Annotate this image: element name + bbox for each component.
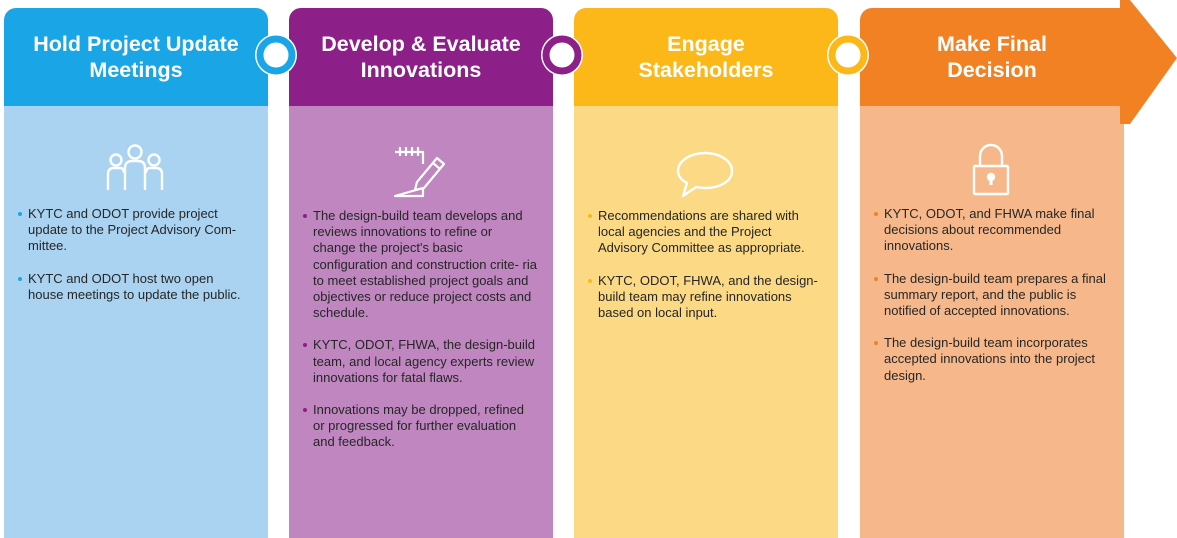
people-group-icon: [106, 144, 164, 190]
step-body: The design-build team develops and revie…: [289, 106, 553, 538]
bullet-item: Innovations may be dropped, refined or p…: [303, 402, 537, 451]
step-body: Recommendations are shared with local ag…: [574, 106, 838, 538]
step-header: Develop & Evaluate Innovations: [289, 8, 553, 106]
bullet-item: Recommendations are shared with local ag…: [588, 208, 822, 257]
bullet-item: The design-build team develops and revie…: [303, 208, 537, 321]
bullet-item: The design-build team prepares a final s…: [874, 271, 1108, 320]
speech-bubble-icon: [676, 151, 734, 198]
step-column-engage-stakeholders: Engage Stakeholders Recommendations are …: [574, 0, 838, 538]
connector-ring: [541, 34, 583, 76]
padlock-icon: [972, 143, 1010, 196]
notepad-pencil-icon: [393, 147, 446, 198]
step-body: KYTC and ODOT provide project update to …: [4, 106, 268, 538]
bullet-item: KYTC and ODOT provide project update to …: [18, 206, 252, 255]
connector-ring: [255, 34, 297, 76]
bullet-item: KYTC, ODOT, FHWA, and the design-build t…: [588, 273, 822, 322]
bullet-item: KYTC, ODOT, FHWA, the design-build team,…: [303, 337, 537, 386]
step-column-develop-evaluate: Develop & Evaluate Innovations The desig…: [289, 0, 553, 538]
step-title: Make Final Decision: [937, 32, 1047, 82]
step-column-hold-meetings: Hold Project Update Meetings KYTC and OD…: [4, 0, 268, 538]
bullet-item: KYTC, ODOT, and FHWA make final decision…: [874, 206, 1108, 255]
step-header: Hold Project Update Meetings: [4, 8, 268, 106]
step-header: Engage Stakeholders: [574, 8, 838, 106]
connector-ring: [827, 34, 869, 76]
step-title: Engage Stakeholders: [638, 32, 774, 82]
step-title: Hold Project Update Meetings: [33, 32, 239, 82]
arrow-head: [1120, 0, 1177, 124]
bullet-item: KYTC and ODOT host two open house meetin…: [18, 271, 252, 303]
step-header: Make Final Decision: [860, 8, 1124, 106]
step-column-final-decision: Make Final Decision KYTC, ODOT, and FHWA…: [860, 0, 1124, 538]
bullet-item: The design-build team incorporates accep…: [874, 335, 1108, 384]
step-title: Develop & Evaluate Innovations: [321, 32, 521, 82]
step-body: KYTC, ODOT, and FHWA make final decision…: [860, 106, 1124, 538]
